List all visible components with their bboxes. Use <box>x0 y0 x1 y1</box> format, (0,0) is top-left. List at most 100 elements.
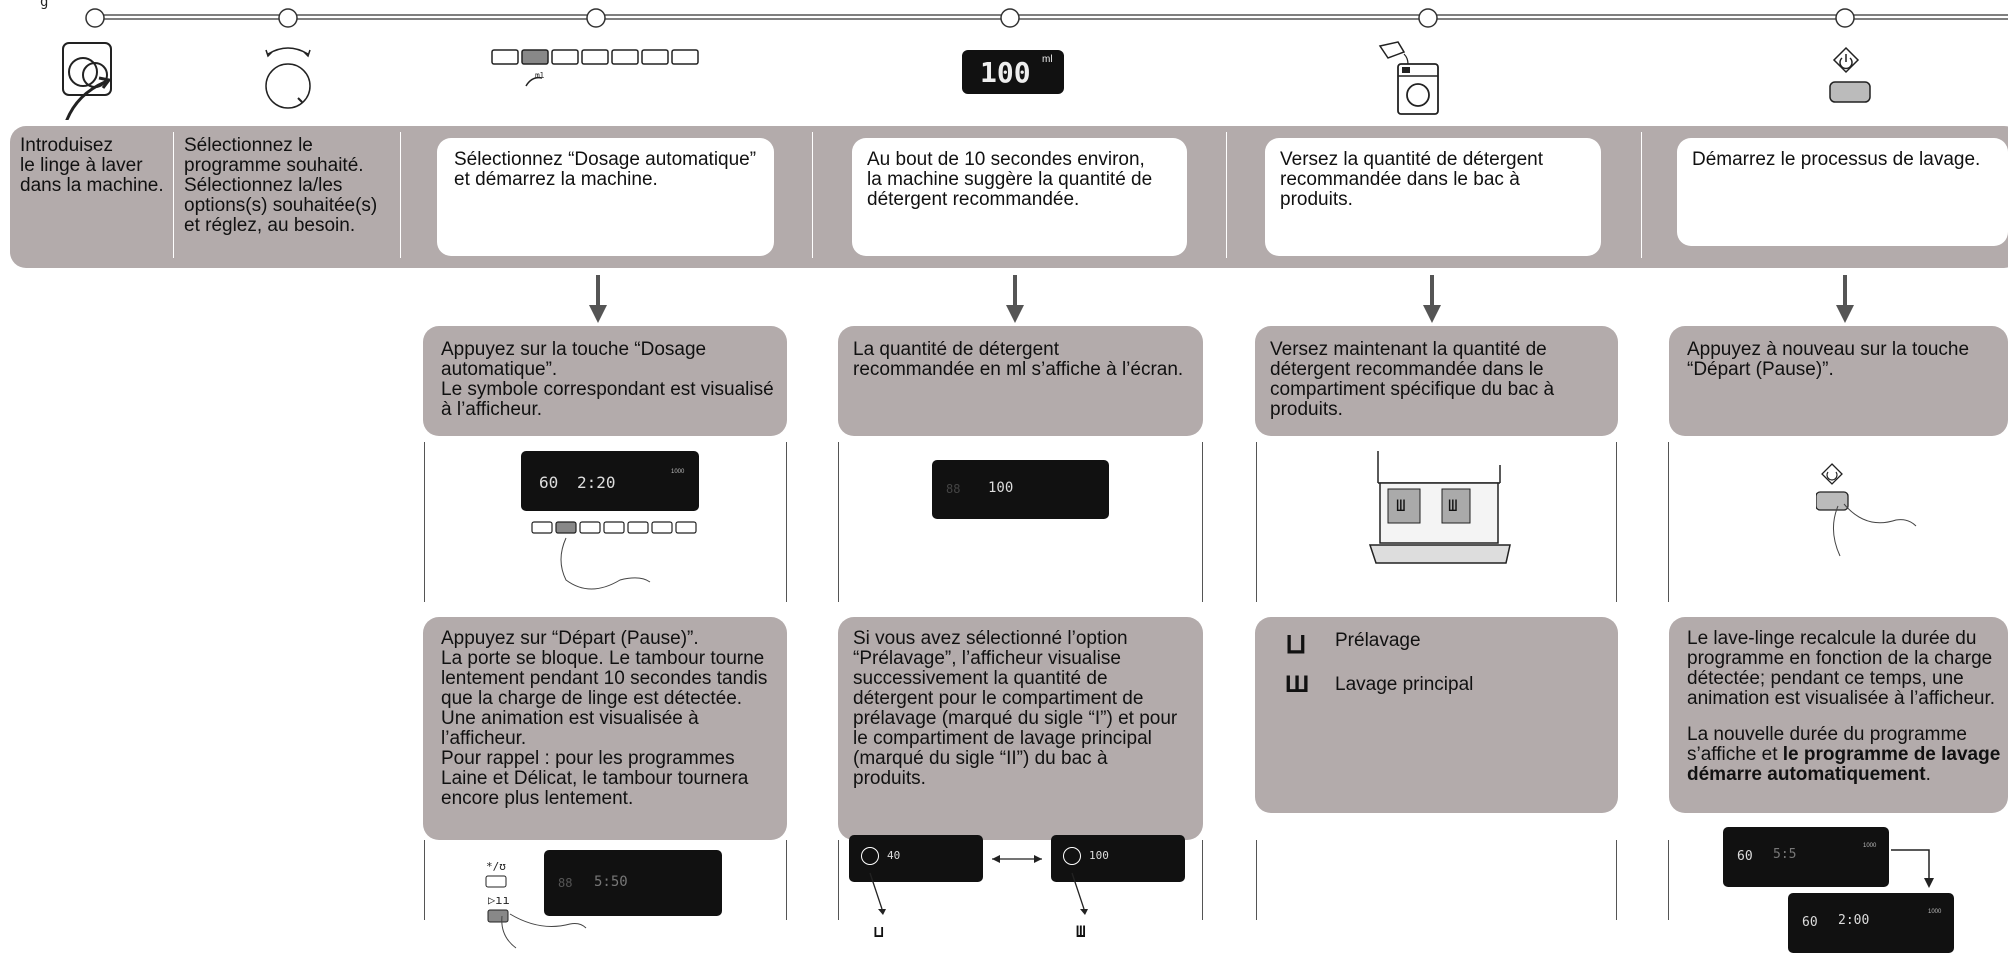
column-line <box>424 840 425 920</box>
timeline-node <box>1000 8 1020 28</box>
info-box: Appuyez sur la touche “Dosage automatiqu… <box>423 326 787 436</box>
band-divider <box>173 132 174 258</box>
control-panel-display: 100 <box>1051 835 1185 882</box>
start-pause-icon <box>1829 46 1871 103</box>
column-line <box>838 442 839 602</box>
svg-text:⊔: ⊔ <box>874 922 884 941</box>
info-text: Le lave-linge recalcule la durée du prog… <box>1687 628 1996 709</box>
column-line <box>786 840 787 920</box>
step-text: Démarrez le processus de lavage. <box>1692 149 1981 170</box>
step-text: Introduisez le linge à laver dans la mac… <box>20 135 164 196</box>
display-time: 5:5 <box>1773 847 1797 862</box>
info-text: Si vous avez sélectionné l’option “Préla… <box>853 628 1178 789</box>
step-text: Sélectionnez le programme souhaité. Séle… <box>184 135 378 236</box>
column-line <box>424 442 425 602</box>
ml-display-value: 100 <box>980 56 1031 89</box>
column-line <box>1256 442 1257 602</box>
prewash-label: Prélavage <box>1335 630 1421 651</box>
column-line <box>1256 840 1257 920</box>
step-card: Sélectionnez “Dosage automatique” et dém… <box>437 138 774 256</box>
column-line <box>1668 442 1669 602</box>
ml-display-top: 100 ml <box>962 50 1064 94</box>
svg-text:Ш: Ш <box>1396 496 1406 515</box>
band-divider <box>1641 132 1642 258</box>
display-temperature: 88 <box>946 482 961 496</box>
timeline-node <box>1418 8 1438 28</box>
step-card: Au bout de 10 secondes environ, la machi… <box>852 138 1187 256</box>
column-line <box>1616 840 1617 920</box>
display-time: 5:50 <box>594 874 628 890</box>
info-text: Appuyez sur la touche “Dosage automatiqu… <box>441 339 774 420</box>
svg-text:ml: ml <box>535 71 545 80</box>
column-line <box>838 840 839 920</box>
step-text: Sélectionnez “Dosage automatique” et dém… <box>454 149 757 190</box>
arrows-down <box>589 275 1854 323</box>
display-temperature: 60 <box>1802 915 1818 930</box>
display-time: 2:00 <box>1838 913 1870 928</box>
column-line <box>1668 840 1669 920</box>
band-divider <box>1226 132 1227 258</box>
info-text-2: La nouvelle durée du programme s’affiche… <box>1687 724 2001 785</box>
display-temperature: 60 <box>1737 849 1753 864</box>
info-box: Appuyez sur “Départ (Pause)”. La porte s… <box>423 617 787 840</box>
program-dial-icon <box>265 47 311 109</box>
control-panel-display: 88 100 <box>932 460 1109 519</box>
mainwash-icon: Ш <box>1285 671 1310 698</box>
band-divider <box>812 132 813 258</box>
compartment-marker <box>861 847 879 865</box>
control-panel-display: 60 2:00 1000 <box>1788 893 1954 953</box>
control-panel-display: 40 <box>849 835 983 882</box>
column-line <box>1202 442 1203 602</box>
option-buttons-icon: ml <box>491 49 699 87</box>
svg-text:Ш: Ш <box>1076 922 1086 941</box>
info-text: Appuyez à nouveau sur la touche “Départ … <box>1687 339 1970 380</box>
option-buttons-press <box>531 521 697 590</box>
display-transition-arrow <box>1891 849 1934 888</box>
display-arrows: ⊔ Ш <box>869 855 1088 941</box>
display-rpm: 1000 <box>1863 843 1877 849</box>
washing-machine-load-icon <box>62 42 112 120</box>
band-divider <box>400 132 401 258</box>
timeline-node <box>1835 8 1855 28</box>
info-box: Versez maintenant la quantité de déterge… <box>1255 326 1618 436</box>
display-time: 2:20 <box>577 473 616 492</box>
display-ml-value: 100 <box>988 480 1014 496</box>
column-line <box>786 442 787 602</box>
detergent-drawer-drawing: Ш Ш <box>1368 451 1511 564</box>
display-rpm: 1000 <box>1928 909 1942 915</box>
info-box: Si vous avez sélectionné l’option “Préla… <box>838 617 1203 840</box>
svg-text:g: g <box>40 0 48 10</box>
start-pause-buttons: */ʊ ▷ıı <box>485 860 587 949</box>
start-button-press <box>1816 463 1917 557</box>
info-text: Versez maintenant la quantité de déterge… <box>1270 339 1555 420</box>
svg-text:Ш: Ш <box>1448 496 1458 515</box>
step-card: Versez la quantité de détergent recomman… <box>1265 138 1601 256</box>
ml-display-unit: ml <box>1042 54 1053 65</box>
info-box: Appuyez à nouveau sur la touche “Départ … <box>1669 326 2008 436</box>
timeline-node <box>278 8 298 28</box>
svg-text:*/ʊ: */ʊ <box>486 860 506 873</box>
info-text: La quantité de détergent recommandée en … <box>853 339 1184 380</box>
timeline-node <box>85 8 105 28</box>
control-panel-display: 60 2:20 1000 <box>521 451 699 511</box>
step-card: Démarrez le processus de lavage. <box>1677 138 2008 246</box>
svg-text:▷ıı: ▷ıı <box>488 893 510 907</box>
timeline-node <box>586 8 606 28</box>
display-ml-value: 40 <box>887 849 901 862</box>
detergent-drawer-icon <box>1378 41 1439 115</box>
column-line <box>1202 840 1203 920</box>
control-panel-display: 60 5:5 1000 <box>1723 827 1889 887</box>
mainwash-label: Lavage principal <box>1335 674 1474 695</box>
column-line <box>1616 442 1617 602</box>
info-text: Appuyez sur “Départ (Pause)”. La porte s… <box>441 628 768 809</box>
display-temperature: 60 <box>539 473 559 492</box>
prewash-icon: ⊔ <box>1285 628 1307 659</box>
step-text: Au bout de 10 secondes environ, la machi… <box>867 149 1153 210</box>
info-box: Le lave-linge recalcule la durée du prog… <box>1669 617 2008 813</box>
step-text: Versez la quantité de détergent recomman… <box>1280 149 1544 210</box>
display-temperature: 88 <box>558 876 573 890</box>
display-ml-value: 100 <box>1089 849 1109 862</box>
display-rpm: 1000 <box>671 469 685 475</box>
timeline: g <box>40 0 2008 28</box>
compartment-marker <box>1063 847 1081 865</box>
